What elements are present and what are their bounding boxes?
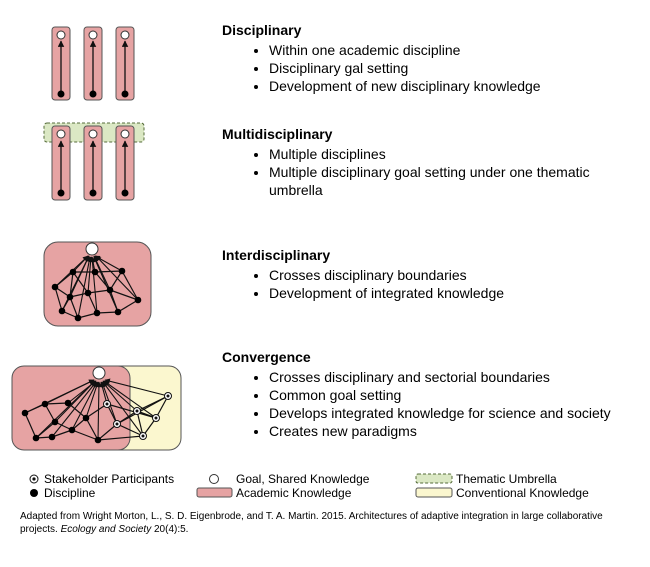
goal-node (85, 242, 99, 256)
bullet-item: Crosses disciplinary boundaries (269, 266, 642, 284)
discipline-bar (51, 26, 71, 101)
bullet-list: Crosses disciplinary and sectorial bound… (222, 368, 642, 440)
multidisciplinary-figure (43, 122, 145, 201)
bullet-list: Crosses disciplinary boundaries Developm… (222, 266, 642, 302)
goal-legend-icon (209, 474, 219, 484)
bullet-item: Multiple disciplines (269, 145, 599, 163)
disciplinary-figure (51, 26, 135, 101)
academic-knowledge-box (43, 241, 152, 327)
legend-label-goal: Goal, Shared Knowledge (236, 472, 370, 486)
interdisciplinary-figure (43, 241, 152, 327)
stakeholder-legend-icon (29, 474, 39, 484)
legend-label-stakeholder: Stakeholder Participants (44, 472, 175, 486)
thematic-legend-swatch (415, 473, 453, 484)
discipline-nodes (21, 399, 102, 444)
conventional-legend-swatch (415, 487, 453, 498)
citation: Adapted from Wright Morton, L., S. D. Ei… (20, 510, 620, 536)
bullet-item: Within one academic discipline (269, 41, 642, 59)
academic-knowledge-box (11, 365, 131, 451)
bullet-item: Develops integrated knowledge for scienc… (269, 404, 642, 422)
discipline-bar (115, 125, 135, 201)
section-multidisciplinary: Multidisciplinary Multiple disciplines M… (222, 125, 642, 199)
section-convergence: Convergence Crosses disciplinary and sec… (222, 348, 642, 440)
discipline-bar (83, 26, 103, 101)
bullet-item: Disciplinary gal setting (269, 59, 642, 77)
bullet-item: Crosses disciplinary and sectorial bound… (269, 368, 642, 386)
legend-label-academic: Academic Knowledge (236, 486, 352, 500)
section-title: Convergence (222, 349, 311, 365)
section-interdisciplinary: Interdisciplinary Crosses disciplinary b… (222, 246, 642, 302)
section-disciplinary: Disciplinary Within one academic discipl… (222, 21, 642, 95)
citation-journal: Ecology and Society (60, 524, 152, 535)
discipline-legend-icon (30, 489, 38, 497)
section-title: Interdisciplinary (222, 247, 331, 263)
interdisciplinary-links (54, 270, 139, 319)
section-title: Multidisciplinary (222, 126, 333, 142)
academic-legend-swatch (196, 487, 233, 498)
legend-label-discipline: Discipline (44, 486, 96, 500)
bullet-item: Common goal setting (269, 386, 642, 404)
bullet-list: Within one academic discipline Disciplin… (222, 41, 642, 95)
discipline-bar (83, 125, 103, 201)
legend-symbols (29, 473, 453, 498)
bullet-item: Development of integrated knowledge (269, 284, 642, 302)
bullet-item: Development of new disciplinary knowledg… (269, 77, 642, 95)
convergence-arrows (24, 378, 169, 441)
convergence-figure (11, 365, 182, 451)
citation-ref: 20(4):5. (153, 524, 189, 535)
section-title: Disciplinary (222, 22, 302, 38)
legend-label-thematic: Thematic Umbrella (456, 472, 557, 486)
stakeholder-nodes (103, 392, 172, 440)
citation-text: Adapted from Wright Morton, L., S. D. Ei… (20, 511, 603, 535)
goal-node (92, 366, 106, 380)
discipline-bar (51, 125, 71, 201)
legend-label-conventional: Conventional Knowledge (456, 486, 589, 500)
discipline-bar (115, 26, 135, 101)
bullet-item: Creates new paradigms (269, 422, 642, 440)
bullet-item: Multiple disciplinary goal setting under… (269, 163, 599, 199)
bullet-list: Multiple disciplines Multiple disciplina… (222, 145, 599, 199)
discipline-nodes (51, 267, 142, 322)
